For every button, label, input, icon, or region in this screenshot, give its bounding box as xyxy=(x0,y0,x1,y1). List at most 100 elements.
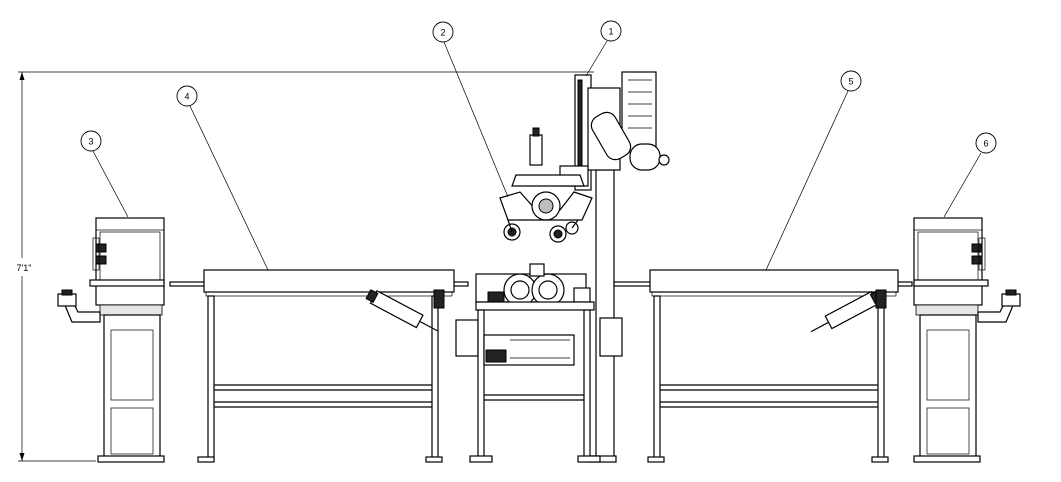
balloon-4-label: 4 xyxy=(184,92,189,102)
gearbox xyxy=(590,111,632,161)
drive-top-block xyxy=(529,263,545,277)
clamp-cylinder-cap xyxy=(532,127,540,137)
conveyor-table-right xyxy=(613,269,913,463)
drive-frame-leg-right xyxy=(583,309,591,461)
height-dimension: 7'1" xyxy=(17,71,594,462)
station-bracket-left xyxy=(99,304,163,316)
cabinet-top-right xyxy=(913,217,983,231)
control-station-left xyxy=(57,217,165,463)
motor-housing xyxy=(621,71,657,153)
cabinet-switch-right-b xyxy=(971,255,983,265)
table-leg-left-outer xyxy=(207,295,215,460)
roller-arm-right xyxy=(571,219,579,229)
balloon-1-label: 1 xyxy=(608,27,613,37)
cabinet-handle-right xyxy=(978,237,986,271)
bending-head-arms xyxy=(499,191,593,221)
pushbutton-box-left xyxy=(57,293,77,307)
slide-rail xyxy=(577,79,583,181)
drive-foot-right xyxy=(577,455,601,463)
pedestal-foot-left xyxy=(97,455,165,463)
balloon-leader-1 xyxy=(585,40,608,77)
cylinder-barrel-right xyxy=(824,290,879,330)
cylinder-rod-left xyxy=(419,320,438,332)
center-bending-unit xyxy=(499,71,670,463)
pedestal-foot-right xyxy=(913,455,981,463)
balloon-callouts: 1 2 3 4 5 6 xyxy=(80,20,997,271)
bending-head-top xyxy=(511,174,585,187)
drive-pulley-left-inner xyxy=(510,280,530,300)
balloon-3-label: 3 xyxy=(88,137,93,147)
station-bracket-right xyxy=(915,304,979,316)
balloon-2 xyxy=(432,21,454,43)
table-leg-right-outer xyxy=(877,295,885,460)
drive-motor-junction xyxy=(485,349,507,363)
cabinet-switch-left-a xyxy=(95,243,107,253)
pushbutton-right xyxy=(1005,289,1017,296)
table-leg-right-inner xyxy=(653,295,661,460)
dimension-arrow-top xyxy=(19,72,25,80)
table-top-left xyxy=(203,269,455,293)
cylinder-cap-left xyxy=(365,289,379,304)
cabinet-base-plate-right xyxy=(913,279,989,287)
pushbutton-left xyxy=(61,289,73,296)
clamp-cylinder xyxy=(529,134,543,166)
dimension-height-label: 7'1" xyxy=(17,263,32,273)
center-drive-base xyxy=(455,263,623,463)
table-apron-right xyxy=(651,291,897,297)
table-top-right xyxy=(649,269,899,293)
cabinet-switch-left-b xyxy=(95,255,107,265)
reducer-shaft xyxy=(658,154,670,166)
cylinder-mount-right xyxy=(875,289,887,309)
pedestal-panel-lower-right xyxy=(926,407,970,455)
cabinet-handle-left xyxy=(92,237,100,271)
drive-side-box-left xyxy=(455,319,479,357)
table-foot-left-b xyxy=(425,456,443,463)
balloon-5-label: 5 xyxy=(848,77,853,87)
table-foot-right-b xyxy=(871,456,889,463)
balloon-leader-4 xyxy=(189,105,269,271)
balloon-5 xyxy=(840,70,862,92)
table-foot-left-a xyxy=(197,456,215,463)
balloon-6-label: 6 xyxy=(983,139,988,149)
drive-side-box-right xyxy=(599,317,623,357)
operator-arm-left xyxy=(63,299,101,323)
balloon-leader-3 xyxy=(92,150,129,218)
cabinet-top-left xyxy=(95,217,165,231)
balloon-6 xyxy=(975,132,997,154)
cylinder-mount-left xyxy=(433,289,445,309)
pushbutton-box-right xyxy=(1001,293,1021,307)
roller-center-hub xyxy=(553,229,563,239)
balloon-4 xyxy=(176,85,198,107)
reducer xyxy=(629,143,661,171)
center-column xyxy=(595,169,615,461)
table-apron-left xyxy=(205,291,453,297)
cylinder-rod-right xyxy=(810,321,829,333)
dimension-arrow-bottom xyxy=(19,453,25,461)
bending-die-hub xyxy=(538,198,554,214)
balloon-leader-6 xyxy=(943,152,982,218)
cabinet-switch-right-a xyxy=(971,243,983,253)
drive-frame-top xyxy=(475,301,595,311)
pedestal-panel-lower-left xyxy=(110,407,154,455)
control-station-right xyxy=(913,217,1021,463)
balloon-leader-2 xyxy=(443,41,509,198)
balloon-leader-5 xyxy=(765,90,849,271)
balloon-1 xyxy=(600,20,622,42)
drive-frame-leg-left xyxy=(477,309,485,461)
roller-arm-left xyxy=(507,219,513,233)
table-leg-left-inner xyxy=(431,295,439,460)
conveyor-table-left xyxy=(169,269,469,463)
drive-pulley-right-inner xyxy=(538,280,558,300)
balloon-3 xyxy=(80,130,102,152)
pedestal-right xyxy=(919,314,977,462)
operator-arm-right xyxy=(977,299,1015,323)
drive-bracket-right xyxy=(573,287,591,303)
balloon-2-label: 2 xyxy=(440,28,445,38)
pedestal-panel-upper-right xyxy=(926,329,970,401)
air-cylinder-left xyxy=(365,289,438,332)
table-foot-right-a xyxy=(647,456,665,463)
drive-foot-left xyxy=(469,455,493,463)
pedestal-left xyxy=(103,314,161,462)
